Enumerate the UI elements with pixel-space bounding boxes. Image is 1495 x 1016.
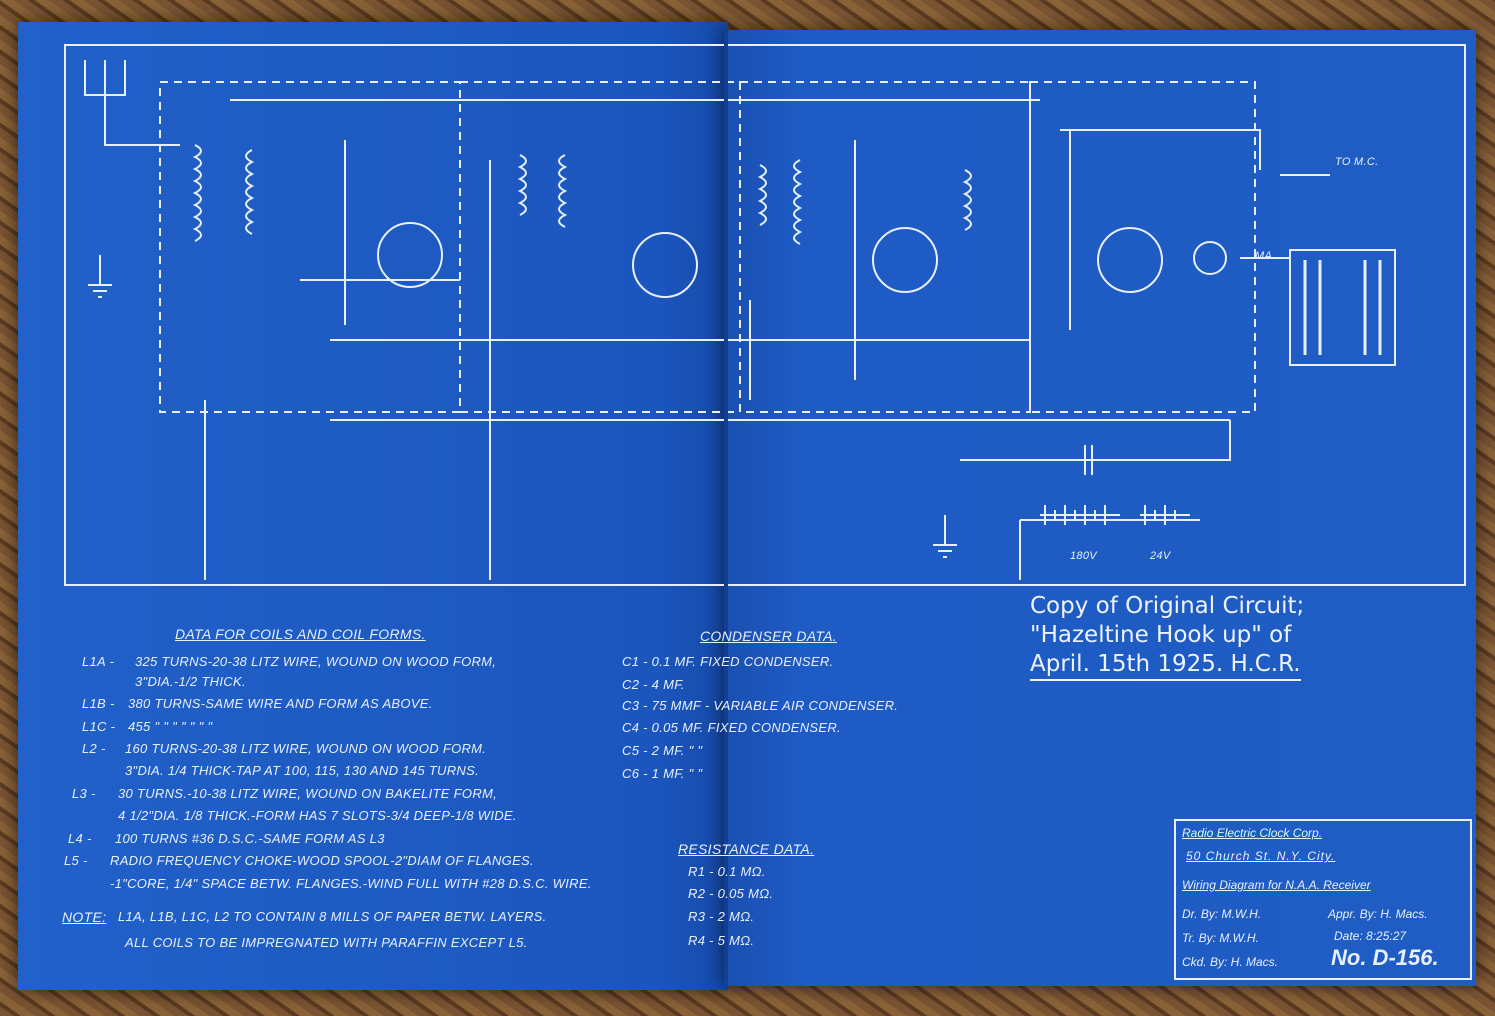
b-battery-label: 180V [1070,550,1097,562]
resistance-data-heading: Resistance Data. [678,841,815,857]
drawing-number: No. D-156. [1331,945,1439,970]
c-battery-label: 24V [1150,550,1171,562]
coil-text: 160 Turns-20-38 Litz Wire, Wound on Wood… [125,741,487,756]
resistance-row: R2 - 0.05 MΩ. [688,886,774,901]
milliammeter-icon [1193,241,1227,275]
coil-text: 455 " " " " " " " [128,719,213,734]
vacuum-tubes [377,222,1163,298]
caption-line: Copy of Original Circuit; [1030,593,1305,619]
blueprint-left-page [18,22,728,990]
drawing-title: Wiring Diagram for N.A.A. Receiver [1182,878,1371,892]
traced-by: Tr. By: M.W.H. [1182,931,1259,945]
coil-text: 325 Turns-20-38 Litz Wire, Wound on Wood… [135,654,497,669]
coil-text: -1"Core, 1/4" Space Betw. Flanges.-Wind … [110,876,592,891]
to-mc-label: To M.C. [1335,156,1379,168]
coil-text: 100 Turns #36 D.S.C.-Same Form as L3 [115,831,385,846]
note-line: L1A, L1B, L1C, L2 to contain 8 Mills of … [118,909,547,924]
title-block: Radio Electric Clock Corp. 50 Church St.… [1174,819,1472,980]
coil-text: 4 1/2"Dia. 1/8 Thick.-Form has 7 Slots-3… [118,808,517,823]
condenser-row: C5 - 2 µF. " " [622,743,703,758]
coil-label: L1C - [82,719,116,734]
capacitor-c6 [1084,445,1093,475]
coil-text: 380 Turns-Same Wire and Form as Above. [128,696,433,711]
note-label: Note: [62,909,107,925]
coil-text: 3"Dia. 1/4 Thick-Tap at 100, 115, 130 an… [125,763,480,778]
condenser-row: C1 - 0.1 µF. Fixed Condenser. [622,654,834,669]
approved-by: Appr. By: H. Macs. [1328,907,1428,921]
blueprint-right-page [724,30,1476,986]
speaker-transformer [1289,249,1396,366]
note-line: All Coils to be Impregnated with Paraffi… [125,935,528,950]
checked-by: Ckd. By: H. Macs. [1182,955,1279,969]
ground-icon [88,255,112,298]
condenser-data-heading: Condenser Data. [700,628,837,644]
company-address: 50 Church St. N.Y. City. [1186,849,1336,863]
shield-boxes [159,81,1256,413]
coil-label: L4 - [68,831,92,846]
resistance-row: R4 - 5 MΩ. [688,933,755,948]
coil-text: Radio Frequency Choke-Wood Spool-2"Diam … [110,853,534,868]
drawn-by: Dr. By: M.W.H. [1182,907,1262,921]
coil-text: 3"Dia.-1/2 Thick. [135,674,246,689]
coil-label: L2 - [82,741,106,756]
coil-label: L5 - [64,853,88,868]
coil-label: L3 - [72,786,96,801]
handwritten-caption: Copy of Original Circuit; "Hazeltine Hoo… [1030,592,1304,681]
resistance-row: R3 - 2 MΩ. [688,909,755,924]
condenser-row: C3 - 75 µµF - Variable Air Condenser. [622,698,899,713]
condenser-row: C4 - 0.05 µF. Fixed Condenser. [622,720,841,735]
ground-icon-2 [933,515,957,558]
company-name: Radio Electric Clock Corp. [1182,826,1323,840]
drawing-date: Date: 8:25:27 [1334,929,1407,943]
wiring [204,99,1330,580]
coil-label: L1B - [82,696,115,711]
meter-label: MA [1255,250,1273,262]
condenser-row: C6 - 1 µF. " " [622,766,703,781]
condenser-row: C2 - 4 µF. [622,677,685,692]
antenna-icon [84,60,180,146]
schematic-border [64,44,1466,586]
resistance-row: R1 - 0.1 MΩ. [688,864,766,879]
batteries [1040,505,1190,525]
coils [192,144,972,245]
coil-data-heading: Data for Coils and Coil Forms. [175,626,426,642]
coil-text: 30 Turns.-10-38 Litz Wire, Wound on Bake… [118,786,498,801]
coil-label: L1A - [82,654,115,669]
caption-line: April. 15th 1925. H.C.R. [1030,650,1301,681]
caption-line: "Hazeltine Hook up" of [1030,622,1292,648]
